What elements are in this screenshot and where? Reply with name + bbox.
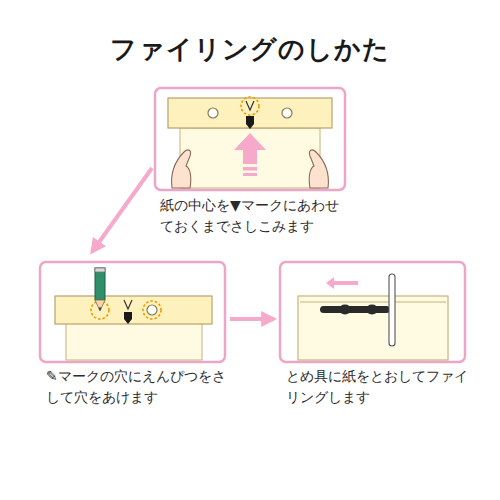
panel-two-shape	[147, 305, 157, 315]
panel-two-shape	[55, 296, 212, 324]
step-panel: とめ具に紙をとおしてファイリングします	[284, 262, 474, 408]
panel-space	[284, 262, 474, 366]
panel-one	[155, 88, 345, 190]
panel-two-shape	[124, 300, 132, 309]
step-panel: ✎マークの穴にえんぴつをさして穴をあけます	[44, 262, 234, 408]
flow-arrow	[230, 317, 274, 321]
panel-three	[280, 262, 465, 362]
panel-three-shape	[366, 305, 378, 315]
panel-three-shape	[326, 277, 358, 289]
panel-three-shape	[320, 306, 390, 313]
panel-one-shape	[243, 167, 257, 171]
panel-two-shape	[124, 312, 132, 324]
panel-one-shape	[155, 88, 345, 190]
panel-one-shape	[246, 101, 254, 110]
page-title: ファイリングのしかた	[0, 32, 500, 67]
panel-two-shape	[95, 300, 105, 311]
panel-one-shape	[172, 150, 191, 188]
panel-one-shape	[246, 116, 254, 129]
panel-space	[44, 262, 234, 366]
step-panel: 紙の中心を▼マークにあわせておくまでさしこみます	[158, 88, 344, 237]
panel-one-shape	[241, 97, 259, 115]
panel-space	[158, 88, 344, 195]
panel-two-shape	[99, 308, 102, 312]
step-caption: 紙の中心を▼マークにあわせておくまでさしこみます	[158, 195, 344, 237]
panel-one-shape	[243, 173, 257, 176]
flow-arrow	[92, 168, 152, 252]
panel-two-shape	[143, 301, 161, 319]
panel-one-shape	[234, 133, 266, 164]
panel-one-shape	[180, 128, 320, 188]
panel-two	[40, 262, 225, 362]
panel-two-shape	[95, 268, 105, 272]
panel-two-shape	[91, 301, 109, 319]
panel-two-shape	[66, 322, 202, 360]
panel-three-shape	[300, 302, 446, 303]
panel-one-shape	[309, 150, 328, 188]
panel-three-shape	[298, 296, 448, 360]
panel-two-shape	[40, 262, 225, 362]
panel-two-shape	[95, 268, 105, 300]
panel-one-shape	[282, 108, 292, 118]
step-caption: とめ具に紙をとおしてファイリングします	[284, 366, 474, 408]
panel-one-shape	[168, 98, 332, 128]
panel-three-shape	[280, 262, 465, 362]
panel-one-shape	[208, 108, 218, 118]
panel-three-shape	[389, 274, 395, 346]
step-caption: ✎マークの穴にえんぴつをさして穴をあけます	[44, 366, 234, 408]
panel-three-shape	[339, 305, 351, 315]
